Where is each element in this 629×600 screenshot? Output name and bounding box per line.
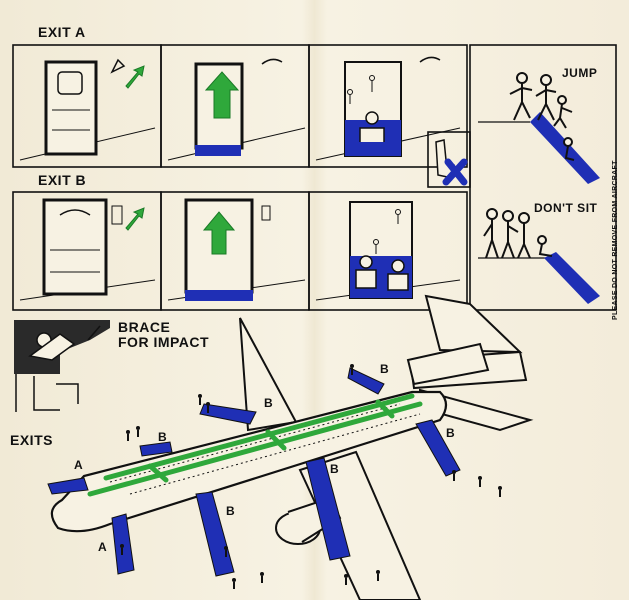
dont-sit-label: DON'T SIT — [534, 201, 598, 215]
brace-position-illustration — [14, 320, 110, 412]
evacuating-passengers — [120, 364, 502, 589]
brace-heading: BRACE FOR IMPACT — [118, 319, 210, 350]
exit-b-passengers-exit — [315, 201, 461, 301]
jump-illustration — [478, 72, 600, 184]
no-high-heels-icon — [435, 139, 468, 186]
exit-marker-b-6: B — [446, 426, 455, 440]
exit-b-door-open — [167, 198, 306, 301]
exit-a-step3-box — [308, 44, 468, 168]
exits-heading: EXITS — [10, 432, 53, 448]
exit-marker-a-front-left: A — [74, 458, 83, 472]
slide-b-6 — [415, 419, 461, 477]
exit-b-heading: EXIT B — [38, 172, 87, 188]
slide-b-2 — [199, 403, 257, 425]
do-not-remove-notice: PLEASE DO NOT REMOVE FROM AIRCRAFT — [612, 160, 619, 320]
exit-marker-b-2: B — [264, 396, 273, 410]
jump-label: JUMP — [562, 66, 598, 80]
slide-a-front-left — [47, 477, 89, 495]
evacuation-slides — [47, 367, 461, 577]
shoe-inset-box — [427, 131, 471, 188]
exit-b-door-closed — [19, 198, 156, 301]
exit-marker-b-3: B — [226, 504, 235, 518]
exit-a-steps — [12, 44, 617, 311]
slide-b-5 — [347, 367, 385, 395]
exit-marker-a-front-right: A — [98, 540, 107, 554]
slide-b-4 — [305, 457, 351, 561]
slide-b-3 — [195, 491, 235, 577]
exit-a-door-open — [167, 58, 306, 161]
exit-a-door-closed — [19, 58, 156, 161]
exit-a-passenger-exit — [315, 56, 461, 161]
escape-path-lines — [87, 393, 423, 497]
exit-b-step3-box — [308, 191, 468, 311]
slide-a-front-right — [111, 513, 135, 575]
exit-a-heading: EXIT A — [38, 24, 86, 40]
exit-marker-b-4: B — [330, 462, 339, 476]
exit-marker-b-1: B — [158, 430, 167, 444]
exit-marker-b-5: B — [380, 362, 389, 376]
dont-sit-illustration — [478, 208, 600, 304]
slide-b-1 — [139, 441, 173, 457]
